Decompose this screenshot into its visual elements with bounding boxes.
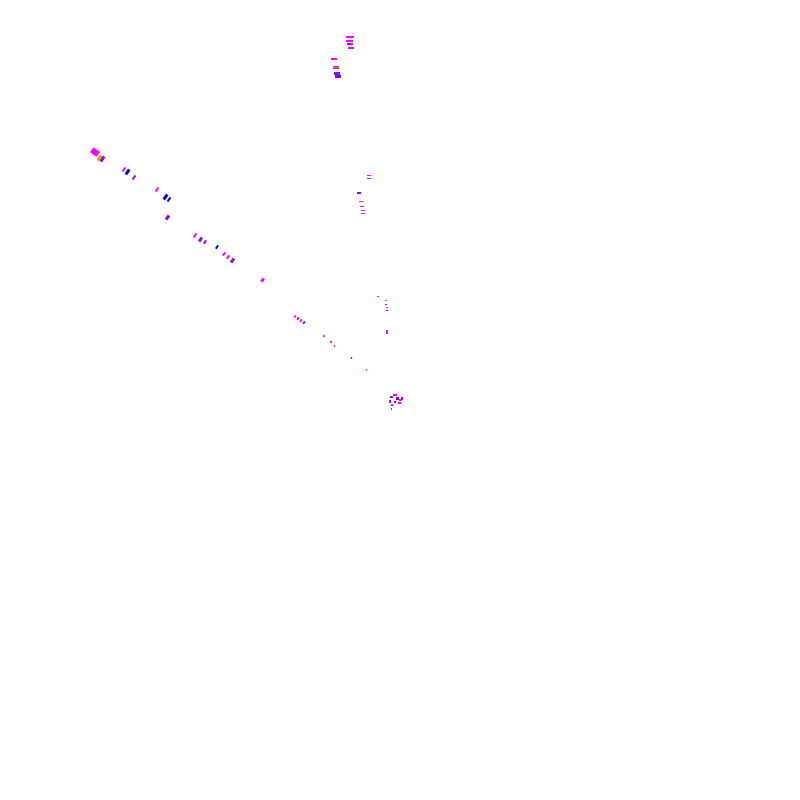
mark-knot-6	[394, 401, 396, 403]
mark-low-3	[385, 304, 387, 305]
mark-knot-7	[398, 402, 401, 404]
mark-diag-18	[260, 277, 265, 283]
mark-low-2	[385, 300, 387, 301]
mark-diag-17	[229, 257, 236, 264]
mark-diag-19	[293, 314, 297, 319]
mark-diag-1	[90, 147, 100, 157]
mark-diag-9	[166, 196, 172, 203]
mark-diag-11	[192, 232, 198, 239]
mark-diag-22	[302, 320, 306, 325]
mark-diag-6	[131, 174, 137, 181]
mark-diag-24	[329, 340, 333, 344]
mark-diag-5	[124, 168, 131, 176]
mark-diag-12	[197, 236, 204, 243]
mark-diag-14	[215, 244, 219, 250]
mark-top-7	[334, 72, 340, 75]
mark-diag-4	[121, 166, 127, 173]
mark-diag-21	[299, 318, 303, 323]
mark-knot-5	[389, 400, 391, 403]
mark-knot-9	[391, 404, 393, 406]
mark-top-5	[331, 58, 337, 60]
mark-top-2	[346, 40, 353, 42]
mark-mid-1	[367, 175, 371, 176]
mark-diag-8	[162, 193, 169, 201]
mark-top-3	[347, 43, 353, 45]
mark-diag-26	[350, 356, 353, 360]
mark-diag-23	[322, 334, 326, 338]
mark-top-1	[346, 36, 354, 38]
mark-mid-5	[360, 206, 364, 207]
mark-diag-15	[222, 251, 226, 257]
mark-mid-3	[357, 192, 361, 194]
mark-knot-4	[399, 399, 402, 401]
mark-knot-3	[396, 397, 399, 400]
mark-knot-2	[393, 394, 397, 396]
mark-low-6	[386, 330, 388, 334]
mark-diag-7	[154, 186, 160, 193]
mark-diag-16	[226, 254, 230, 260]
mark-diag-25	[333, 344, 336, 348]
mark-low-1	[377, 296, 379, 297]
mark-mid-2	[367, 178, 371, 179]
mark-diag-20	[296, 316, 300, 321]
mark-low-5	[386, 310, 388, 311]
mark-diag-10	[164, 214, 171, 221]
mark-knot-1	[390, 396, 393, 398]
mark-diag-2	[96, 154, 103, 162]
mark-mid-4	[359, 201, 363, 202]
mark-low-4	[386, 307, 388, 308]
mark-top-8	[335, 75, 341, 78]
mark-top-6	[333, 66, 339, 69]
mark-knot-10	[391, 408, 392, 410]
mark-top-4	[348, 47, 354, 49]
mark-diag-3	[99, 155, 106, 163]
mark-mid-7	[361, 213, 365, 214]
mark-knot-8	[401, 397, 403, 400]
mark-diag-13	[203, 239, 207, 245]
mark-diag-27	[365, 368, 368, 372]
mark-mid-6	[361, 210, 365, 211]
